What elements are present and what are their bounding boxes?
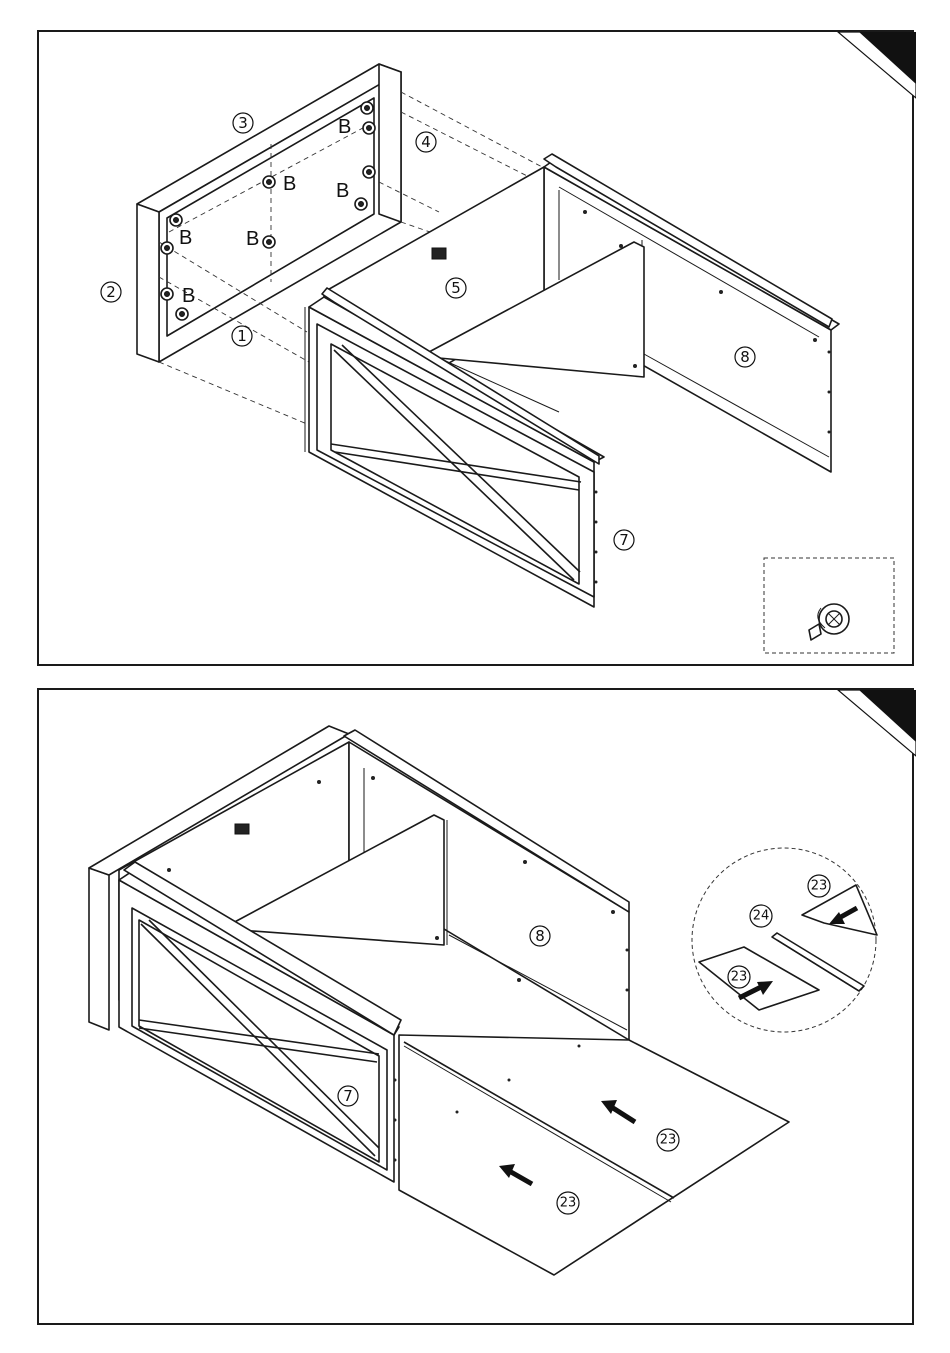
fitting-label-b-6: B [338,116,351,138]
svg-text:5: 5 [451,279,461,297]
svg-text:4: 4 [421,133,431,151]
part-label-23-b: 23 [557,1192,579,1214]
cam-fitting-4 [176,308,188,320]
svg-text:7: 7 [619,531,629,549]
svg-text:2: 2 [106,283,116,301]
fitting-label-b-1: B [179,227,192,249]
part-label-24: 24 [750,905,772,927]
svg-text:23: 23 [660,1133,677,1148]
cam-fitting-2 [161,242,173,254]
part-label-7-bottom: 7 [338,1086,358,1106]
part-label-7: 7 [614,530,634,550]
fitting-label-b-4: B [283,173,296,195]
svg-text:23: 23 [731,970,748,985]
corner-marker-bottom [838,690,916,756]
part-label-23-d: 23 [728,966,750,988]
part-label-5: 5 [446,278,466,298]
cam-fitting-9 [363,166,375,178]
fitting-label-b-2: B [182,285,195,307]
svg-text:8: 8 [740,348,750,366]
part-label-8-bottom: 8 [530,926,550,946]
svg-text:8: 8 [535,927,545,945]
inset-detail-box [764,558,894,653]
fitting-label-b-5: B [336,180,349,202]
cam-fitting-6 [263,236,275,248]
svg-text:23: 23 [811,879,828,894]
part-label-23-c: 23 [808,875,830,897]
svg-text:24: 24 [753,909,770,924]
part-label-2: 2 [101,282,121,302]
part-label-1: 1 [232,326,252,346]
cam-fitting-10 [355,198,367,210]
cam-fitting-5 [263,176,275,188]
step-panel-bottom: 7 8 23 23 [37,688,914,1325]
cam-fitting-8 [363,122,375,134]
fitting-label-b-3: B [246,228,259,250]
cam-fitting-3 [161,288,173,300]
top-assembly-diagram: B B B B B B [39,32,916,668]
detail-circle-inset: 23 24 23 [692,848,877,1032]
corner-marker-top [838,32,916,98]
svg-text:7: 7 [343,1087,353,1105]
bottom-assembly-diagram: 7 8 23 23 [39,690,916,1327]
svg-text:1: 1 [237,327,247,345]
cam-fitting-7 [361,102,373,114]
part-label-8: 8 [735,347,755,367]
part-label-23-a: 23 [657,1129,679,1151]
svg-text:3: 3 [238,114,248,132]
svg-text:23: 23 [560,1196,577,1211]
cam-fitting-1 [170,214,182,226]
part-label-3: 3 [233,113,253,133]
part-label-4: 4 [416,132,436,152]
step-panel-top: B B B B B B [37,30,914,666]
